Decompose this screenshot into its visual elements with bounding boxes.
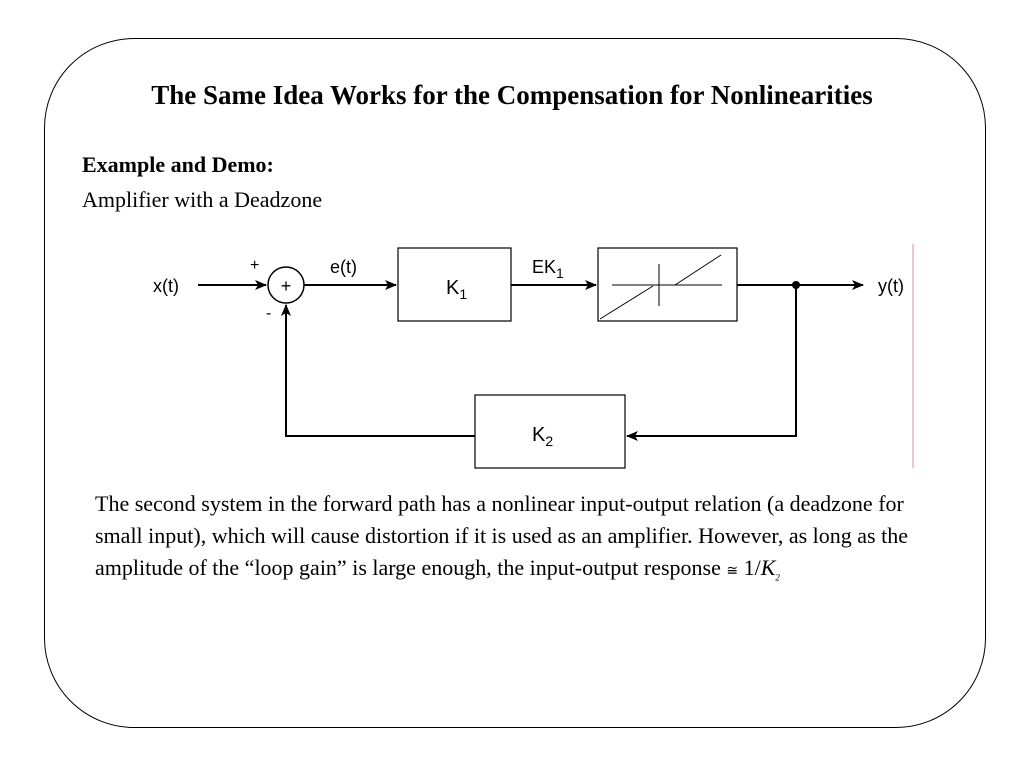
slide-frame xyxy=(44,38,986,728)
ratio-prefix: 1/ xyxy=(743,555,761,580)
slide-title: The Same Idea Works for the Compensation… xyxy=(151,80,873,110)
example-subtitle: Amplifier with a Deadzone xyxy=(82,187,323,212)
explanation-text: The second system in the forward path ha… xyxy=(95,488,955,593)
ratio-k2: K2 xyxy=(760,555,780,583)
approx-symbol: ≅ xyxy=(726,563,739,579)
explanation-body: The second system in the forward path ha… xyxy=(95,491,908,580)
example-heading: Example and Demo: xyxy=(82,152,274,177)
